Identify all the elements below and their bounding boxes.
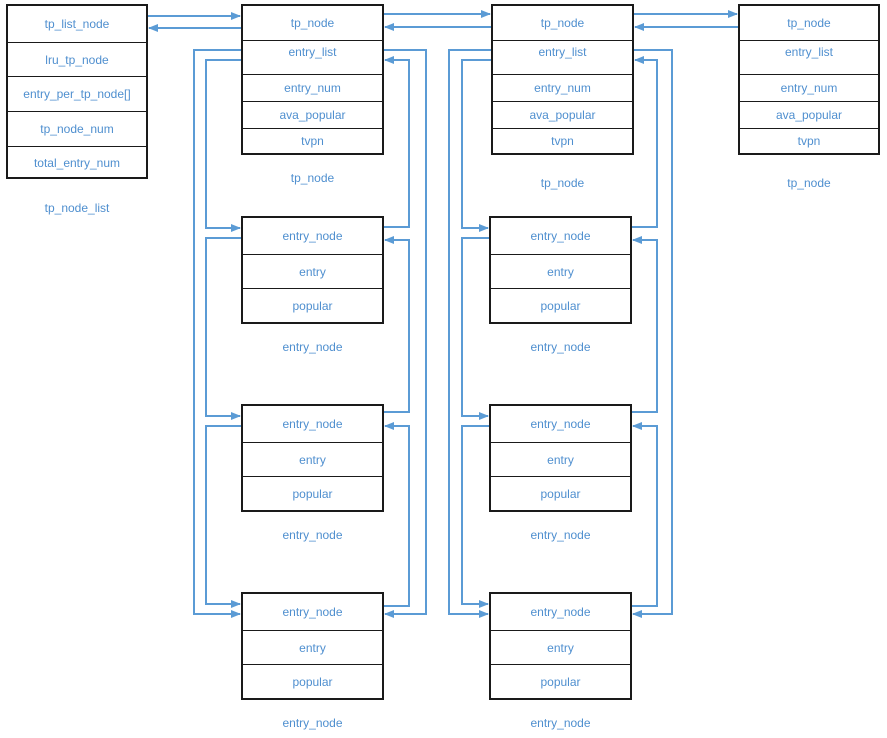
entry-node-box-c1-1: entry_node entry popular: [241, 216, 384, 324]
entry-node-box-c1-3: entry_node entry popular: [241, 592, 384, 700]
entry-node-c2-2-field-2: popular: [491, 476, 630, 510]
entry-node-c1-3-field-1: entry: [243, 630, 382, 664]
entry-node-box-c1-2: entry_node entry popular: [241, 404, 384, 512]
tp-node-3-caption: tp_node: [787, 176, 831, 190]
tp-node-1-field-1: entry_list: [243, 40, 382, 74]
tp-node-3-field-3: ava_popular: [740, 101, 878, 128]
entry-node-c1-2-caption: entry_node: [282, 528, 343, 542]
entry-node-c1-1-field-0: entry_node: [282, 229, 343, 243]
entry-node-c1-2-field-1: entry: [243, 442, 382, 476]
tp-node-list-field-0: tp_list_node: [44, 17, 110, 31]
tp-node-2-field-3: ava_popular: [493, 101, 632, 128]
entry-node-c1-3-field-2: popular: [243, 664, 382, 698]
entry-node-c2-2-caption: entry_node: [530, 528, 591, 542]
chain-back-c1-2: [384, 422, 410, 607]
entry-node-c1-3-caption: entry_node: [282, 716, 343, 730]
entry-node-c1-1-field-2: popular: [243, 288, 382, 322]
entry-node-c2-2-field-1: entry: [491, 442, 630, 476]
tp-node-box-1: tp_node entry_list entry_num ava_popular…: [241, 4, 384, 155]
chain-back-c2-1: [632, 236, 658, 413]
chain-loop-c2-a: [632, 49, 673, 618]
tp-node-list-caption: tp_node_list: [44, 201, 110, 215]
entry-node-c2-1-field-2: popular: [491, 288, 630, 322]
entry-node-c2-2-field-0: entry_node: [530, 417, 591, 431]
tp-node-list-field-4: total_entry_num: [8, 146, 146, 179]
tp-node-1-field-4: tvpn: [243, 128, 382, 153]
tp-node-list-field-2: entry_per_tp_node[]: [8, 76, 146, 111]
entry-node-box-c2-3: entry_node entry popular: [489, 592, 632, 700]
entry-node-c2-3-field-1: entry: [491, 630, 630, 664]
tp-node-3-field-4: tvpn: [740, 128, 878, 153]
tp-node-3-field-2: entry_num: [740, 74, 878, 101]
chain-loop-c1-a: [384, 49, 427, 618]
tp-node-2-field-4: tvpn: [493, 128, 632, 153]
tp-node-2-caption: tp_node: [540, 176, 585, 190]
chain-fwd-c1-1: [205, 237, 241, 420]
chain-back-c2-0: [632, 56, 658, 228]
tp-node-3-field-0: tp_node: [787, 16, 831, 30]
tp-node-list-box: tp_list_node lru_tp_node entry_per_tp_no…: [6, 4, 148, 179]
tp-node-box-2: tp_node entry_list entry_num ava_popular…: [491, 4, 634, 155]
tp-node-1-field-2: entry_num: [243, 74, 382, 101]
entry-node-c1-1-caption: entry_node: [282, 340, 343, 354]
entry-node-c1-3-field-0: entry_node: [282, 605, 343, 619]
tp-node-2-field-2: entry_num: [493, 74, 632, 101]
entry-node-c1-2-field-2: popular: [243, 476, 382, 510]
entry-node-c1-2-field-0: entry_node: [282, 417, 343, 431]
entry-node-c2-3-field-2: popular: [491, 664, 630, 698]
entry-node-c2-1-caption: entry_node: [530, 340, 591, 354]
tp-node-2-field-0: tp_node: [540, 16, 585, 30]
tp-node-3-field-1: entry_list: [740, 40, 878, 74]
entry-node-c2-3-field-0: entry_node: [530, 605, 591, 619]
tp-node-1-field-3: ava_popular: [243, 101, 382, 128]
entry-node-c2-1-field-0: entry_node: [530, 229, 591, 243]
tp-node-list-field-1: lru_tp_node: [8, 42, 146, 76]
entry-node-box-c2-1: entry_node entry popular: [489, 216, 632, 324]
entry-node-c2-3-caption: entry_node: [530, 716, 591, 730]
chain-fwd-c1-0: [205, 59, 241, 232]
tp-node-1-field-0: tp_node: [290, 16, 335, 30]
tp-node-box-3: tp_node entry_list entry_num ava_popular…: [738, 4, 880, 155]
entry-node-c1-1-field-1: entry: [243, 254, 382, 288]
chain-fwd-c2-0: [461, 59, 491, 232]
chain-back-c2-2: [632, 422, 658, 607]
tp-node-2-field-1: entry_list: [493, 40, 632, 74]
tp-node-list-field-3: tp_node_num: [8, 111, 146, 146]
entry-node-c2-1-field-1: entry: [491, 254, 630, 288]
chain-back-c1-1: [384, 236, 410, 413]
chain-back-c1-0: [384, 56, 410, 228]
chain-fwd-c2-1: [461, 237, 489, 420]
chain-loop-c1-b: [193, 49, 241, 618]
chain-loop-c2-b: [448, 49, 491, 618]
chain-fwd-c2-2: [461, 425, 489, 608]
chain-fwd-c1-2: [205, 425, 241, 608]
tp-node-1-caption: tp_node: [290, 171, 335, 185]
entry-node-box-c2-2: entry_node entry popular: [489, 404, 632, 512]
